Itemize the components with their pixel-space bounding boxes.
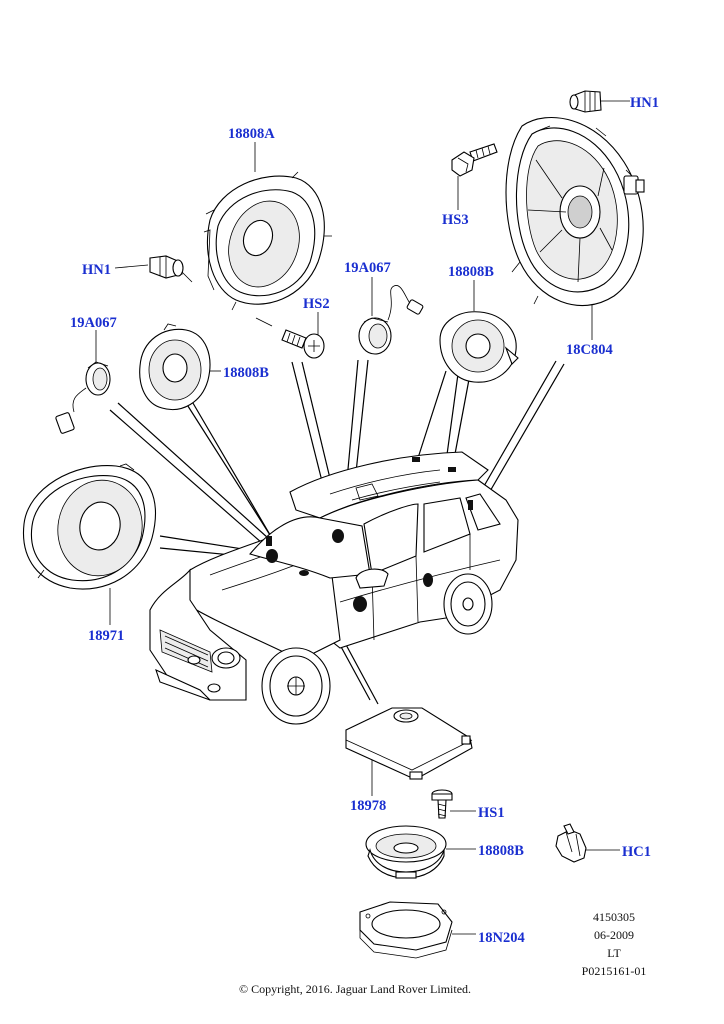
callout-hs3: HS3 (442, 212, 469, 228)
callout-18808b-bottom: 18808B (478, 843, 524, 859)
speaker-18808a (203, 171, 332, 311)
speaker-18808b-bottom (365, 825, 447, 879)
callout-18808b-right: 18808B (448, 264, 494, 280)
reference-code: LT (607, 946, 621, 960)
callout-18808b-left: 18808B (223, 365, 269, 381)
callout-18c804: 18C804 (566, 342, 613, 358)
hs3-bolt (451, 143, 498, 177)
speaker-18808b-right (439, 311, 519, 383)
reference-block: 4150305 06-2009 LT P0215161-01 (582, 910, 647, 978)
tweeter-19a067-left (55, 361, 111, 434)
ring-18n204 (359, 901, 453, 959)
callout-hn1-top: HN1 (630, 95, 659, 111)
callout-19a067-mid: 19A067 (344, 260, 391, 276)
speaker-18808b-left (139, 323, 211, 410)
callout-hs2: HS2 (303, 296, 330, 312)
hs2-screw (255, 317, 325, 359)
callout-18978: 18978 (350, 798, 386, 814)
callout-hc1: HC1 (622, 844, 651, 860)
reference-date: 06-2009 (594, 928, 634, 942)
callout-18808a: 18808A (228, 126, 275, 142)
speaker-18971 (22, 463, 156, 590)
copyright-notice: © Copyright, 2016. Jaguar Land Rover Lim… (239, 982, 471, 996)
tweeter-19a067-mid (358, 285, 424, 355)
hn1-clip-top (569, 90, 602, 113)
hc1-clip (555, 823, 587, 863)
callout-19a067-left: 19A067 (70, 315, 117, 331)
callout-18971: 18971 (88, 628, 124, 644)
hs1-screw (431, 789, 453, 819)
cover-18978 (345, 707, 473, 780)
callout-labels: HN1 HS3 18808A HN1 HS2 19A067 18808B 18C… (70, 95, 659, 946)
reference-number: 4150305 (593, 910, 635, 924)
callout-hn1-left: HN1 (82, 262, 111, 278)
subwoofer-18c804 (505, 117, 645, 306)
callout-hs1: HS1 (478, 805, 505, 821)
callout-18n204: 18N204 (478, 930, 525, 946)
vehicle-body (149, 451, 519, 725)
hn1-clip-left (149, 255, 193, 283)
reference-illustration-id: P0215161-01 (582, 964, 647, 978)
